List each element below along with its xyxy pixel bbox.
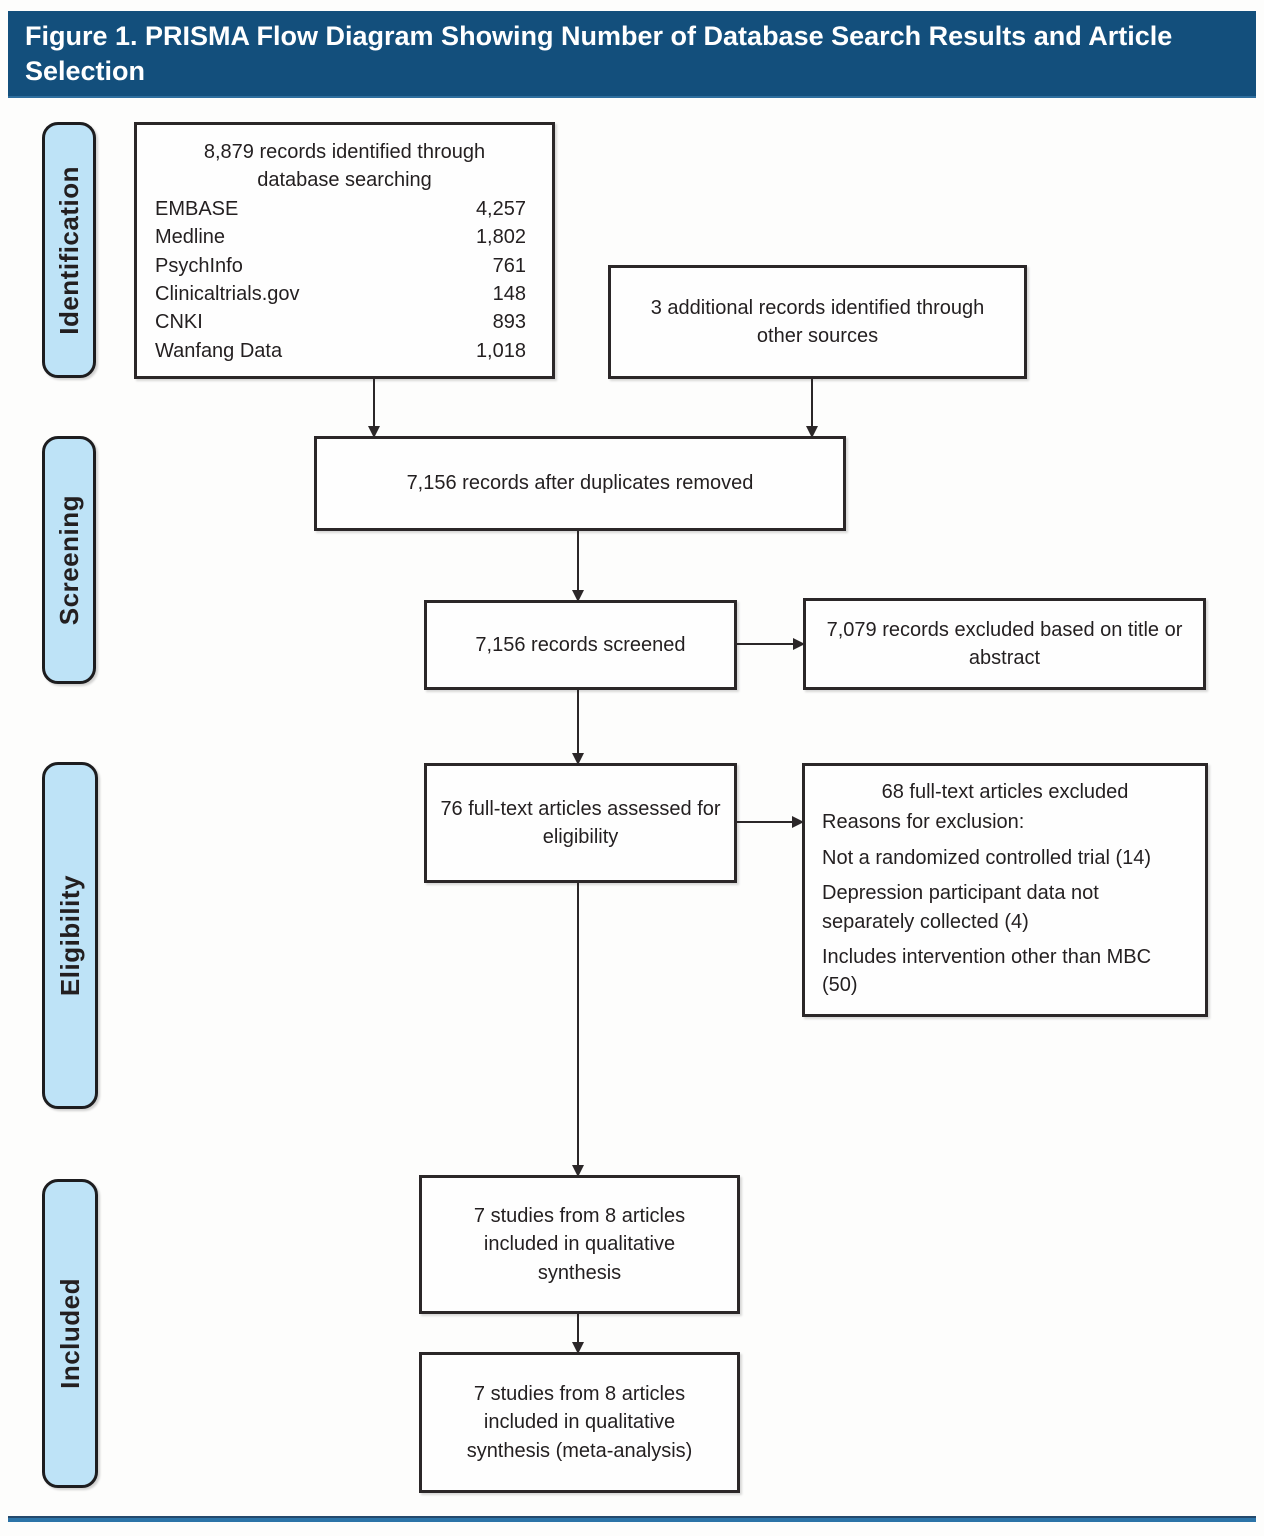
arrowhead-down-icon <box>572 1342 584 1354</box>
database-count: 4,257 <box>475 197 526 220</box>
figure-title: Figure 1. PRISMA Flow Diagram Showing Nu… <box>8 11 1256 98</box>
box-records-screened: 7,156 records screened <box>424 600 737 690</box>
box-qualitative-synthesis: 7 studies from 8 articles included in qu… <box>419 1175 740 1314</box>
box-fulltext-assessed: 76 full-text articles assessed for eligi… <box>424 763 737 883</box>
box-additional-records: 3 additional records identified through … <box>608 265 1027 379</box>
stage-label-included-text: Included <box>54 1278 85 1389</box>
database-row: Medline 1,802 <box>155 223 526 251</box>
database-name: EMBASE <box>155 197 239 220</box>
arrow-screened-to-fulltext <box>572 690 584 765</box>
arrowhead-down-icon <box>572 590 584 602</box>
box-meta-analysis: 7 studies from 8 articles included in qu… <box>419 1352 740 1493</box>
box-after-duplicates: 7,156 records after duplicates removed <box>314 436 846 531</box>
database-count: 761 <box>492 254 526 277</box>
exclusion-reasons-label: Reasons for exclusion: <box>822 811 1025 834</box>
box-records-identified: 8,879 records identified through databas… <box>134 122 555 379</box>
exclusion-reason: Not a randomized controlled trial (14) <box>822 846 1152 869</box>
records-identified-header: 8,879 records identified through databas… <box>137 138 552 195</box>
arrowhead-right-icon <box>792 816 804 828</box>
database-row: PsychInfo 761 <box>155 252 526 280</box>
records-identified-line2: database searching <box>257 169 432 192</box>
after-duplicates-text: 7,156 records after duplicates removed <box>406 472 754 495</box>
database-row: CNKI 893 <box>155 308 526 336</box>
arrow-identified-to-duplicates <box>368 379 380 438</box>
database-row: Clinicaltrials.gov 148 <box>155 280 526 308</box>
arrow-qualitative-to-meta <box>572 1314 584 1354</box>
arrowhead-down-icon <box>572 1165 584 1177</box>
stage-label-screening-text: Screening <box>53 494 84 626</box>
database-name: CNKI <box>155 311 203 334</box>
database-list: EMBASE 4,257 Medline 1,802 PsychInfo 761… <box>137 195 552 365</box>
arrow-screened-to-excluded <box>737 638 805 650</box>
qualitative-synthesis-text: 7 studies from 8 articles included in qu… <box>473 1204 686 1284</box>
database-row: Wanfang Data 1,018 <box>155 337 526 365</box>
database-name: Clinicaltrials.gov <box>155 282 300 305</box>
database-count: 1,018 <box>475 339 526 362</box>
arrowhead-right-icon <box>793 638 805 650</box>
stage-label-included: Included <box>42 1179 98 1488</box>
database-name: PsychInfo <box>155 254 243 277</box>
records-screened-text: 7,156 records screened <box>475 633 686 656</box>
meta-analysis-text: 7 studies from 8 articles included in qu… <box>466 1382 693 1462</box>
arrow-additional-to-duplicates <box>806 379 818 438</box>
records-identified-line1: 8,879 records identified through <box>203 141 486 163</box>
stage-label-identification-text: Identification <box>53 165 84 335</box>
exclusion-reason: Includes intervention other than MBC (50… <box>822 945 1152 997</box>
box-fulltext-excluded: 68 full-text articles excluded Reasons f… <box>802 763 1208 1017</box>
database-count: 148 <box>492 282 526 305</box>
stage-label-eligibility: Eligibility <box>42 762 98 1109</box>
stage-label-identification: Identification <box>42 122 96 378</box>
arrowhead-down-icon <box>368 426 380 438</box>
arrowhead-down-icon <box>806 426 818 438</box>
fulltext-excluded-body: Reasons for exclusion: Not a randomized … <box>805 806 1205 999</box>
bottom-divider <box>8 1516 1256 1522</box>
fulltext-assessed-text: 76 full-text articles assessed for eligi… <box>440 797 721 848</box>
additional-records-text: 3 additional records identified through … <box>650 296 985 347</box>
database-row: EMBASE 4,257 <box>155 195 526 223</box>
database-count: 1,802 <box>475 226 526 249</box>
exclusion-reason: Depression participant data not separate… <box>822 882 1099 933</box>
database-name: Medline <box>155 226 226 249</box>
stage-label-screening: Screening <box>42 436 96 684</box>
arrow-duplicates-to-screened <box>572 531 584 602</box>
arrow-fulltext-to-qualitative <box>572 883 584 1177</box>
arrowhead-down-icon <box>572 753 584 765</box>
database-name: Wanfang Data <box>155 339 283 362</box>
fulltext-excluded-title: 68 full-text articles excluded <box>881 781 1129 803</box>
database-count: 893 <box>492 311 526 334</box>
excluded-title-abstract-text: 7,079 records excluded based on title or… <box>826 618 1183 669</box>
stage-label-eligibility-text: Eligibility <box>54 874 85 997</box>
box-excluded-title-abstract: 7,079 records excluded based on title or… <box>803 598 1206 690</box>
arrow-fulltext-to-excluded <box>737 816 804 828</box>
